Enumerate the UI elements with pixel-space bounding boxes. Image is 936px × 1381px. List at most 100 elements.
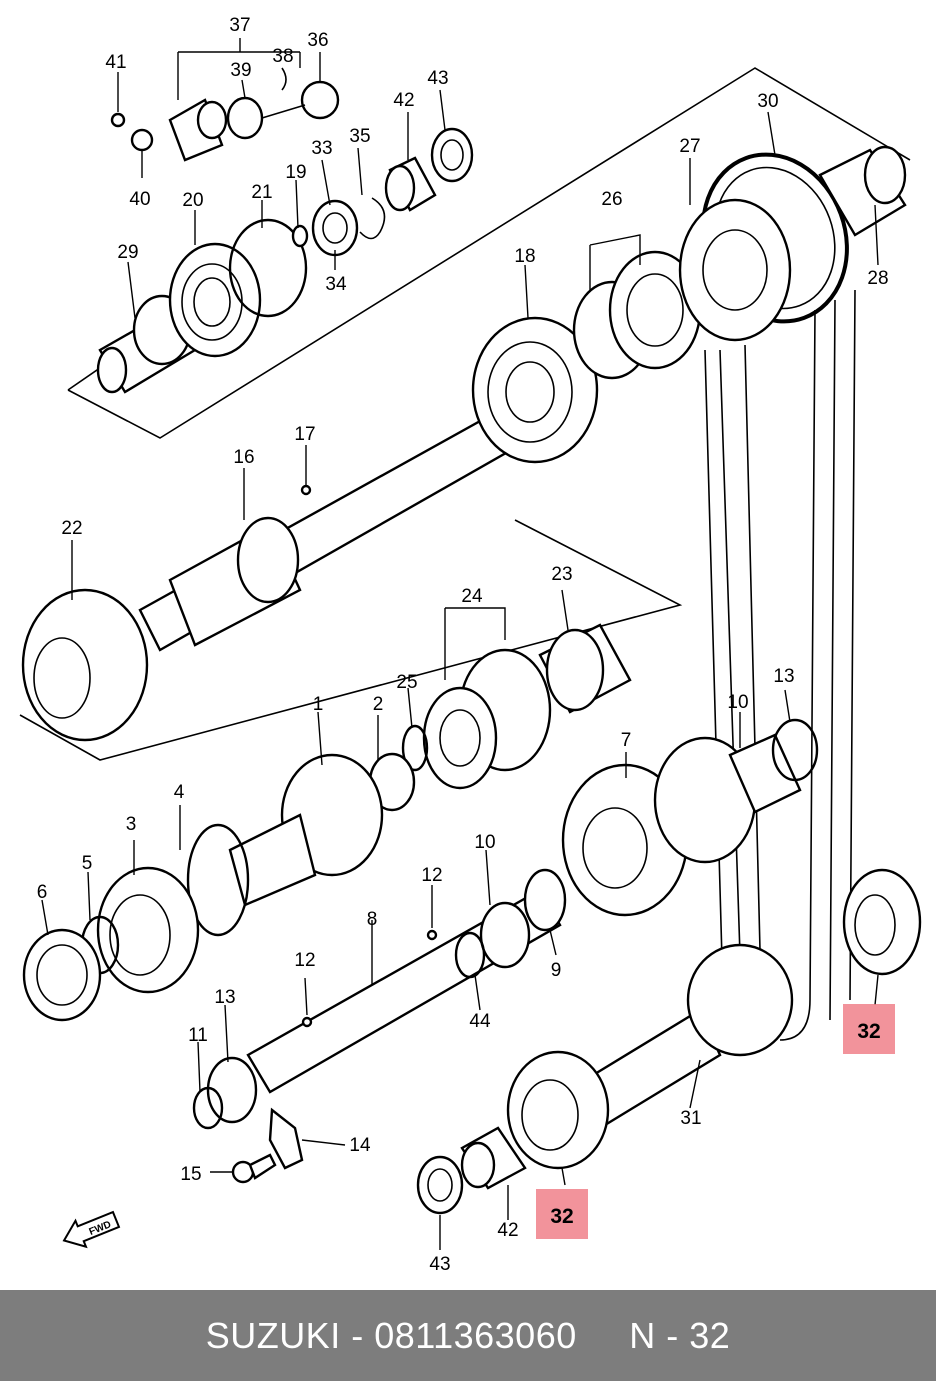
gear-23 xyxy=(538,623,632,714)
ring-11 xyxy=(192,1086,224,1130)
label-6: 6 xyxy=(37,882,48,903)
label-36: 36 xyxy=(307,30,328,51)
washer-13-lower xyxy=(206,1056,258,1124)
label-29: 29 xyxy=(117,242,138,263)
seal-6 xyxy=(22,928,102,1022)
footer-brand-part-number: SUZUKI - 0811363060 xyxy=(205,1314,577,1356)
output-shaft-28 xyxy=(818,145,907,237)
main-shaft-16 xyxy=(138,408,522,652)
label-10-upper: 10 xyxy=(727,692,748,713)
label-12-b: 12 xyxy=(294,950,315,971)
label-9: 9 xyxy=(551,960,562,981)
label-33: 33 xyxy=(311,138,332,159)
bearing-10-lower xyxy=(479,901,531,969)
bearing-20 xyxy=(168,242,262,358)
label-18: 18 xyxy=(514,246,535,267)
bolt-15 xyxy=(231,1153,277,1184)
label-21: 21 xyxy=(251,182,272,203)
footer-bar: SUZUKI - 0811363060 N - 32 xyxy=(0,1290,936,1381)
label-32-bottom: 32 xyxy=(550,1205,573,1228)
bearing-32-right xyxy=(842,868,922,976)
label-2: 2 xyxy=(373,694,384,715)
nut-40 xyxy=(130,128,154,152)
spacer-19 xyxy=(291,224,309,248)
snap-ring-21 xyxy=(228,218,308,318)
label-42-bottom: 42 xyxy=(497,1220,518,1241)
housing-37 xyxy=(168,96,264,162)
bracket-14 xyxy=(268,1107,304,1170)
label-12-a: 12 xyxy=(421,865,442,886)
label-16: 16 xyxy=(233,447,254,468)
ring-25 xyxy=(401,724,429,772)
label-13-lower: 13 xyxy=(214,987,235,1008)
label-13-upper: 13 xyxy=(773,666,794,687)
label-20: 20 xyxy=(182,190,203,211)
exploded-parts-diagram: 37 41 39 38 36 42 43 40 35 33 20 21 19 3… xyxy=(19,15,922,1275)
needle-bearing-42-bottom xyxy=(460,1126,527,1190)
label-22: 22 xyxy=(61,518,82,539)
label-28: 28 xyxy=(867,268,888,289)
label-38: 38 xyxy=(272,46,293,67)
gear-10-upper xyxy=(653,733,802,864)
assembly-frame-lower xyxy=(19,519,683,761)
highlight-32-right[interactable]: 32 xyxy=(843,1004,895,1054)
label-39: 39 xyxy=(230,60,251,81)
label-43-top: 43 xyxy=(427,68,448,89)
gear-1 xyxy=(228,753,384,907)
label-31: 31 xyxy=(680,1108,701,1129)
label-43-bottom: 43 xyxy=(429,1254,450,1275)
seal-43-top xyxy=(430,127,474,183)
clip-38 xyxy=(281,67,287,91)
bushing-36 xyxy=(261,80,340,120)
footer-caption: SUZUKI - 0811363060 N - 32 xyxy=(206,1315,731,1357)
synchro-24 xyxy=(422,648,552,790)
highlight-32-bottom[interactable]: 32 xyxy=(536,1189,588,1239)
washer-12-a xyxy=(426,929,438,941)
output-shaft-31 xyxy=(583,943,794,1127)
label-7: 7 xyxy=(621,730,632,751)
counter-shaft-8 xyxy=(246,868,567,1094)
label-44: 44 xyxy=(469,1011,491,1032)
label-40: 40 xyxy=(129,189,150,210)
label-8: 8 xyxy=(367,909,378,930)
clip-35 xyxy=(359,197,386,240)
label-42-top: 42 xyxy=(393,90,414,111)
needle-bearing-42-top xyxy=(384,156,437,212)
label-24: 24 xyxy=(461,586,483,607)
washer-17 xyxy=(300,484,312,496)
label-37: 37 xyxy=(229,15,250,36)
label-5: 5 xyxy=(82,853,93,874)
label-14: 14 xyxy=(349,1135,371,1156)
ring-44 xyxy=(454,931,486,979)
label-30: 30 xyxy=(757,91,778,112)
label-3: 3 xyxy=(126,814,137,835)
washer-13-upper xyxy=(771,718,819,782)
label-35: 35 xyxy=(349,126,370,147)
seal-43-bottom xyxy=(416,1155,464,1215)
bearing-32-lower xyxy=(506,1050,610,1170)
label-17: 17 xyxy=(294,424,315,445)
label-41: 41 xyxy=(105,52,126,73)
synchro-26 xyxy=(572,250,702,380)
label-34: 34 xyxy=(325,274,347,295)
label-15: 15 xyxy=(180,1164,201,1185)
forward-arrow-icon: FWD xyxy=(62,1210,121,1249)
snap-ring-4 xyxy=(186,823,250,937)
label-23: 23 xyxy=(551,564,572,585)
gear-22 xyxy=(21,588,149,742)
label-11: 11 xyxy=(188,1025,208,1046)
label-26: 26 xyxy=(601,189,622,210)
leader-lines xyxy=(41,38,879,1250)
pin-41 xyxy=(110,112,126,128)
label-10-lower: 10 xyxy=(474,832,495,853)
label-32-right: 32 xyxy=(857,1020,880,1043)
gear-33 xyxy=(311,199,359,257)
sprocket-27 xyxy=(678,198,792,342)
label-19: 19 xyxy=(285,162,306,183)
footer-reference: N - 32 xyxy=(629,1314,731,1356)
bearing-3 xyxy=(96,866,200,994)
bearing-18 xyxy=(471,316,599,464)
label-1: 1 xyxy=(313,694,324,715)
label-25: 25 xyxy=(396,672,417,693)
label-27: 27 xyxy=(679,136,700,157)
